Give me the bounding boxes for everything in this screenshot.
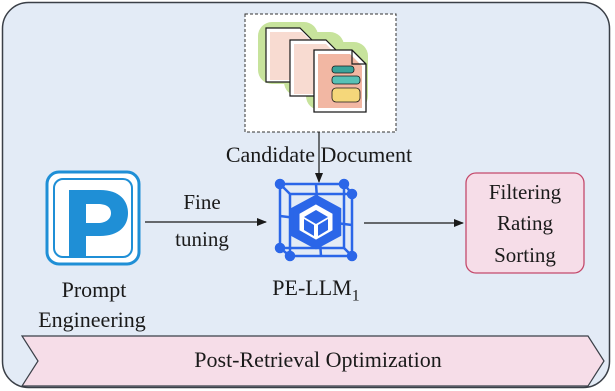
banner-label: Post-Retrieval Optimization [194, 347, 442, 372]
document-stack-icon [258, 22, 368, 113]
prompt-engineering-label-line1: Prompt [61, 277, 127, 302]
output-rating: Rating [497, 211, 553, 235]
model-subscript: 1 [351, 287, 360, 305]
candidate-document-label: Candidate Document [225, 142, 413, 167]
fine-tuning-label-line1: Fine [183, 190, 221, 214]
model-name: PE-LLM [272, 275, 352, 300]
banner-shape [20, 335, 605, 387]
output-filtering: Filtering [488, 180, 562, 204]
prompt-engineering-icon [45, 170, 141, 266]
fine-tuning-label-line2: tuning [175, 227, 229, 251]
output-box [465, 172, 585, 274]
model-label: PE-LLM1 [272, 277, 359, 304]
prompt-engineering-label-line2: Engineering [38, 307, 146, 332]
output-sorting: Sorting [494, 243, 556, 267]
llm-network-icon [274, 178, 358, 262]
